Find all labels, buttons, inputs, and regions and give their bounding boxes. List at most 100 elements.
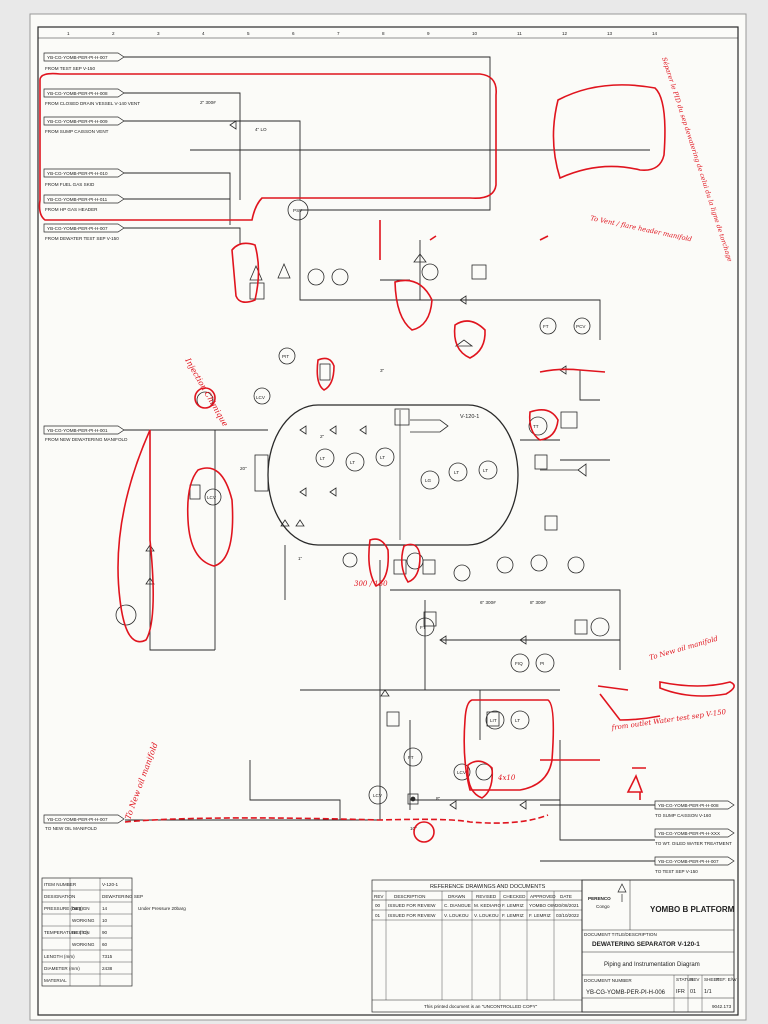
- svg-text:10: 10: [472, 31, 478, 36]
- svg-text:YB-CG-YOMB-PER-PI-H-011: YB-CG-YOMB-PER-PI-H-011: [47, 197, 108, 202]
- svg-text:LT: LT: [350, 460, 355, 465]
- line-size-labels: 2" 300# 4" LO 3" 2" 1" 20" 8" 10" 6" 300…: [200, 100, 546, 831]
- svg-text:4" LO: 4" LO: [255, 127, 267, 132]
- svg-text:DRAWN: DRAWN: [448, 894, 465, 899]
- svg-text:3": 3": [380, 368, 385, 373]
- svg-text:5: 5: [247, 31, 250, 36]
- svg-text:LCV: LCV: [457, 770, 467, 775]
- svg-text:6: 6: [292, 31, 295, 36]
- svg-text:WORKING: WORKING: [72, 942, 95, 947]
- vessel-tag: V-120-1: [460, 414, 479, 420]
- svg-text:13: 13: [607, 31, 613, 36]
- svg-text:IFR: IFR: [676, 989, 685, 995]
- svg-text:01: 01: [690, 989, 696, 995]
- svg-text:60: 60: [102, 942, 108, 947]
- svg-text:1: 1: [67, 31, 70, 36]
- svg-text:FT: FT: [408, 755, 414, 760]
- svg-text:Under Pressure 20barg: Under Pressure 20barg: [138, 906, 186, 911]
- svg-text:14: 14: [102, 906, 108, 911]
- svg-text:FIQ: FIQ: [515, 661, 523, 666]
- svg-text:C. DIANGUE: C. DIANGUE: [444, 903, 471, 908]
- svg-text:6" 300#: 6" 300#: [480, 600, 496, 605]
- svg-text:FROM DEWATER TEST SEP V-150: FROM DEWATER TEST SEP V-150: [45, 236, 119, 241]
- vessel-v-120-1: V-120-1: [254, 404, 519, 546]
- svg-text:DEWATERING SEP: DEWATERING SEP: [102, 894, 143, 899]
- svg-text:2: 2: [112, 31, 115, 36]
- svg-text:CHECKED: CHECKED: [503, 894, 526, 899]
- psv-symbols: [249, 253, 587, 805]
- svg-text:1": 1": [298, 556, 303, 561]
- grid-column-labels: 1 2 3 4 5 6 7 8 9 10 11 12 13 14: [67, 31, 658, 36]
- svg-text:This printed document is an "U: This printed document is an "UNCONTROLLE…: [424, 1004, 538, 1009]
- svg-text:LT: LT: [483, 468, 488, 473]
- svg-text:LCV: LCV: [207, 495, 217, 500]
- svg-text:12: 12: [562, 31, 568, 36]
- svg-text:YB-CG-YOMB-PER-PI-H-XXX: YB-CG-YOMB-PER-PI-H-XXX: [658, 831, 720, 836]
- project-name: YOMBO B PLATFORM: [650, 905, 735, 914]
- svg-text:FROM NEW DEWATERING MANIFOLD: FROM NEW DEWATERING MANIFOLD: [45, 437, 128, 442]
- svg-text:Congo: Congo: [596, 904, 610, 909]
- company-logo-text: PERENCO: [588, 896, 611, 901]
- svg-text:PI: PI: [540, 661, 544, 666]
- svg-text:F. LEMRIZ: F. LEMRIZ: [502, 903, 524, 908]
- svg-text:REVISED: REVISED: [476, 894, 497, 899]
- svg-text:YB-CG-YOMB-PER-PI-H-008: YB-CG-YOMB-PER-PI-H-008: [658, 803, 719, 808]
- annotation-flow: 4x10: [497, 774, 516, 782]
- svg-text:YB-CG-YOMB-PER-PI-H-007: YB-CG-YOMB-PER-PI-H-007: [47, 226, 108, 231]
- instrument-boxes: [189, 264, 588, 727]
- svg-text:YB-CG-YOMB-PER-PI-H-010: YB-CG-YOMB-PER-PI-H-010: [47, 171, 108, 176]
- svg-text:01: 01: [375, 913, 381, 918]
- document-number: YB-CG-YOMB-PER-PI-H-006: [586, 990, 666, 996]
- svg-text:DESIGNATION: DESIGNATION: [44, 894, 75, 899]
- title-block: PERENCO Congo YOMBO B PLATFORM DOCUMENT …: [581, 879, 737, 1013]
- svg-text:YOMBO OIM: YOMBO OIM: [529, 903, 556, 908]
- svg-text:00: 00: [375, 903, 381, 908]
- svg-text:YB-CG-YOMB-PER-PI-H-009: YB-CG-YOMB-PER-PI-H-009: [47, 119, 108, 124]
- svg-text:DIAMETER (mm): DIAMETER (mm): [44, 966, 80, 971]
- svg-text:LCV: LCV: [373, 793, 383, 798]
- svg-text:YB-CG-YOMB-PER-PI-H-001: YB-CG-YOMB-PER-PI-H-001: [47, 428, 108, 433]
- svg-text:8" 300#: 8" 300#: [530, 600, 546, 605]
- svg-text:YB-CG-YOMB-PER-PI-H-007: YB-CG-YOMB-PER-PI-H-007: [47, 55, 108, 60]
- svg-text:LG: LG: [425, 478, 432, 483]
- svg-text:TT: TT: [533, 424, 539, 429]
- svg-text:DESCRIPTION: DESCRIPTION: [394, 894, 425, 899]
- svg-text:LIT: LIT: [490, 718, 497, 723]
- svg-text:03/10/2022: 03/10/2022: [556, 913, 579, 918]
- svg-text:PSV: PSV: [293, 208, 303, 213]
- svg-text:90: 90: [102, 930, 108, 935]
- svg-text:DESIGN: DESIGN: [72, 930, 90, 935]
- svg-text:REV: REV: [690, 977, 700, 982]
- annotation-ratio: 300 / 150: [354, 580, 388, 588]
- svg-text:20/08/2021: 20/08/2021: [556, 903, 579, 908]
- svg-text:LT: LT: [380, 455, 385, 460]
- svg-text:FROM TEST SEP V-150: FROM TEST SEP V-150: [45, 66, 95, 71]
- svg-text:V. LOUKOU: V. LOUKOU: [444, 913, 469, 918]
- svg-text:V-120-1: V-120-1: [102, 882, 119, 887]
- svg-text:MATERIAL: MATERIAL: [44, 978, 67, 983]
- document-title: DEWATERING SEPARATOR V-120-1: [592, 941, 700, 948]
- svg-text:V. LOUKOU: V. LOUKOU: [474, 913, 499, 918]
- svg-text:FROM SUMP CAISSON VENT: FROM SUMP CAISSON VENT: [45, 129, 109, 134]
- document-subtitle: Piping and Instrumentation Diagram: [604, 962, 700, 968]
- svg-text:DOCUMENT NUMBER: DOCUMENT NUMBER: [584, 978, 632, 983]
- svg-text:TO SUMP CAISSON V-160: TO SUMP CAISSON V-160: [655, 813, 711, 818]
- svg-text:FROM HP GAS HEADER: FROM HP GAS HEADER: [45, 207, 98, 212]
- svg-text:YB-CG-YOMB-PER-PI-H-007: YB-CG-YOMB-PER-PI-H-007: [658, 859, 719, 864]
- instrument-bubbles: [115, 199, 610, 805]
- svg-text:PRESSURE (barg): PRESSURE (barg): [44, 906, 83, 911]
- svg-text:F. LEMRIZ: F. LEMRIZ: [529, 913, 551, 918]
- svg-text:STATUS: STATUS: [676, 977, 693, 982]
- svg-text:2": 2": [320, 434, 325, 439]
- drawing-frame: [37, 26, 739, 1016]
